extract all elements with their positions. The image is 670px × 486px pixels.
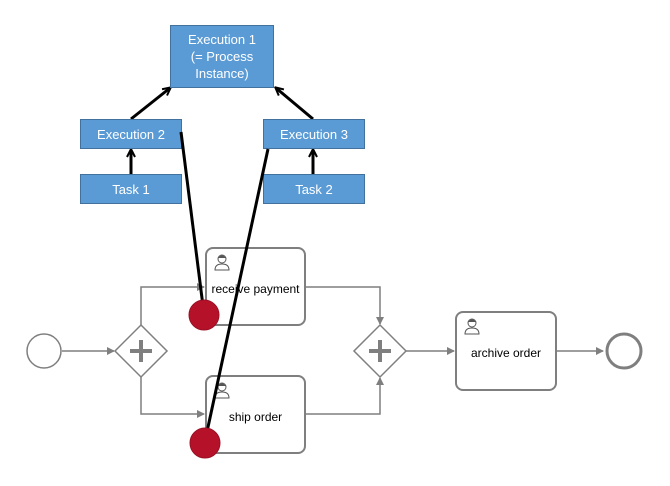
parallel-join-gateway[interactable] xyxy=(352,323,408,379)
task-1-label: Task 1 xyxy=(112,181,150,197)
execution-2-box: Execution 2 xyxy=(80,119,182,149)
flow-receive-payment-to-join xyxy=(306,286,384,325)
execution-1-label: Execution 1 (= Process Instance) xyxy=(188,32,256,81)
flow-gateway-to-receive-payment xyxy=(140,283,205,325)
receive-payment-task[interactable]: receive payment xyxy=(205,247,306,326)
user-icon xyxy=(214,382,230,399)
archive-order-task[interactable]: archive order xyxy=(455,311,557,391)
arrow-exec2-to-exec1 xyxy=(130,88,170,121)
flow-ship-order-to-join xyxy=(306,377,384,415)
ship-order-task[interactable]: ship order xyxy=(205,375,306,454)
start-event[interactable] xyxy=(26,333,62,369)
user-icon xyxy=(214,254,230,271)
flow-gateway-to-ship-order xyxy=(140,377,205,418)
execution-1-box: Execution 1 (= Process Instance) xyxy=(170,25,274,88)
task-2-box: Task 2 xyxy=(263,174,365,204)
receive-payment-label: receive payment xyxy=(211,282,300,296)
execution-3-label: Execution 3 xyxy=(280,126,348,142)
arrow-exec3-to-exec1 xyxy=(276,88,314,121)
end-event[interactable] xyxy=(605,332,643,370)
task-1-box: Task 1 xyxy=(80,174,182,204)
ship-order-label: ship order xyxy=(228,410,283,424)
parallel-split-gateway[interactable] xyxy=(113,323,169,379)
user-icon xyxy=(464,318,480,335)
execution-3-box: Execution 3 xyxy=(263,119,365,149)
execution-2-label: Execution 2 xyxy=(97,126,165,142)
archive-order-label: archive order xyxy=(470,346,542,360)
task-2-label: Task 2 xyxy=(295,181,333,197)
